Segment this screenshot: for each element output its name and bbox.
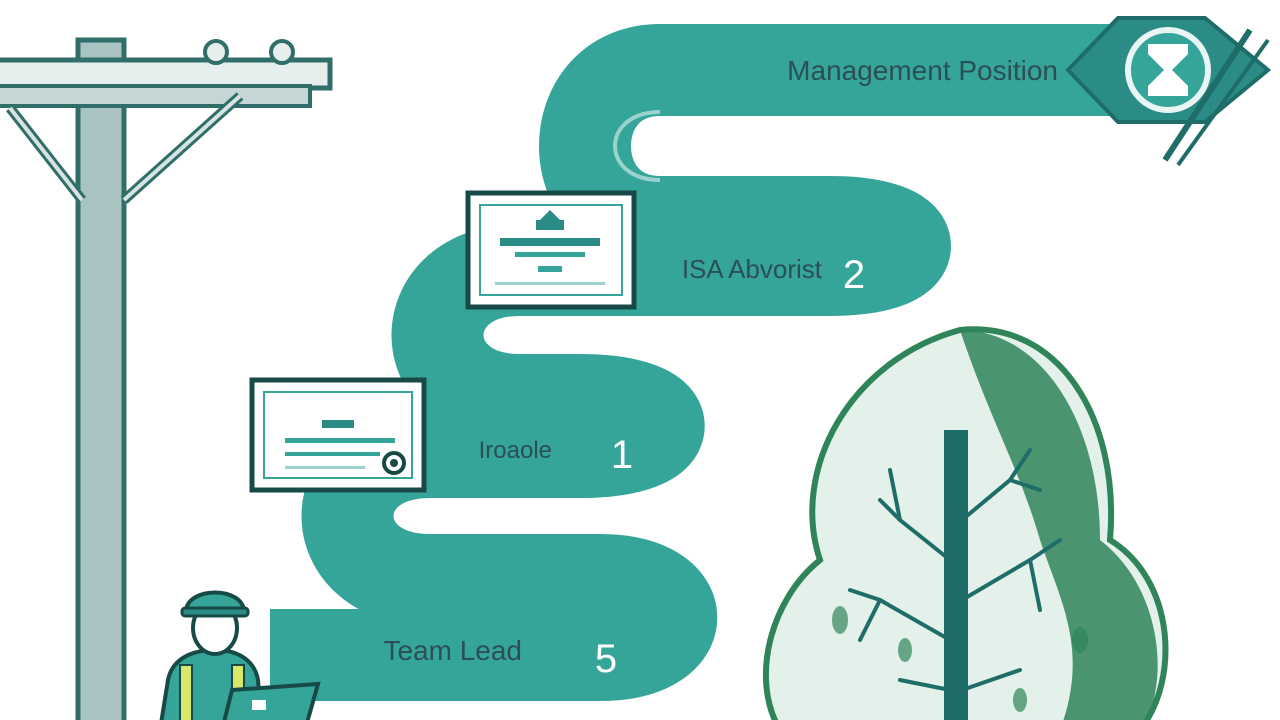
step-label-arborist: ISA Abvorist xyxy=(682,254,823,284)
step-number-team-lead: 5 xyxy=(595,637,617,681)
hourglass-badge-icon xyxy=(1065,16,1272,167)
certificate-icon xyxy=(249,377,427,493)
step-label-team-lead: Team Lead xyxy=(383,635,522,666)
step-number-arborist: 2 xyxy=(843,253,865,297)
path-highlight xyxy=(613,110,661,182)
utility-pole-icon xyxy=(0,37,333,720)
worker-icon xyxy=(159,590,321,720)
step-label-management: Management Position xyxy=(787,55,1058,86)
certificate-icon xyxy=(465,190,637,310)
step-label-middle: Iroaole xyxy=(479,437,552,464)
tree-icon xyxy=(762,326,1169,720)
career-path xyxy=(270,24,1150,701)
step-number-middle: 1 xyxy=(611,433,633,477)
